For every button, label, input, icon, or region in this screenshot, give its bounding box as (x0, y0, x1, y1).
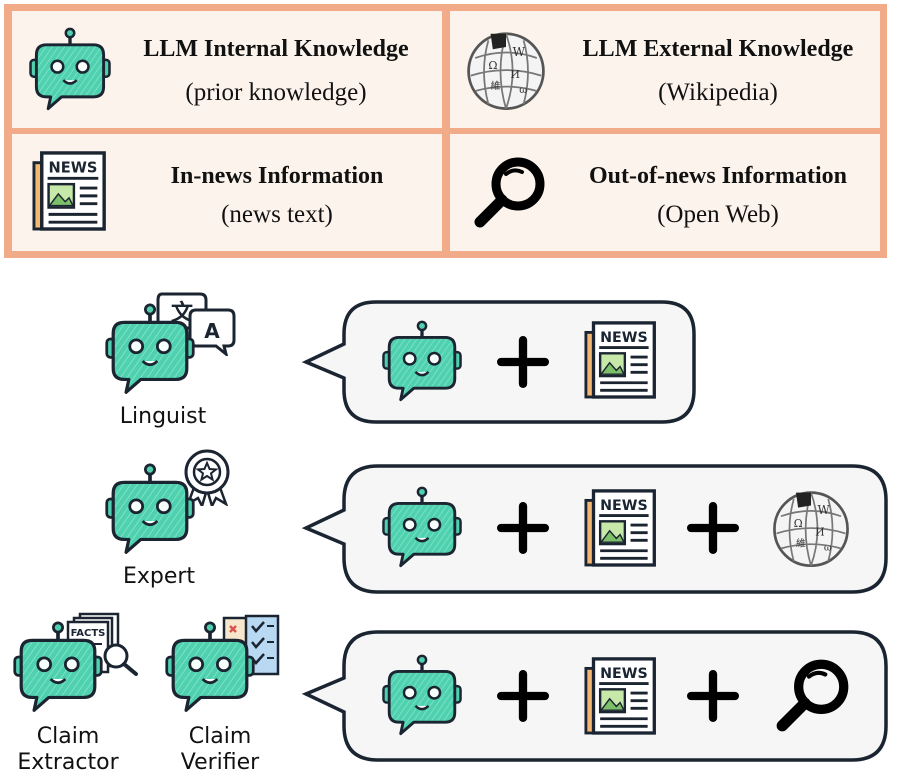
out-of-news-subtitle: (Open Web) (657, 201, 779, 228)
bubble-robot-icon (381, 318, 463, 406)
bubble-wikipedia-globe-icon (768, 484, 854, 570)
expert-robot-icon (104, 462, 196, 558)
plus-icon (687, 670, 739, 722)
expert-label: Expert (122, 564, 196, 589)
linguist-robot-icon (104, 302, 196, 398)
internal-knowledge-subtitle: (prior knowledge) (185, 79, 367, 106)
external-knowledge-title: LLM External Knowledge (582, 36, 854, 62)
plus-icon (687, 502, 739, 554)
claim-verifier-label-line2: Verifier (180, 750, 260, 775)
plus-icon (497, 670, 549, 722)
newspaper-icon (32, 148, 110, 232)
legend-panel: LLM Internal Knowledge (prior knowledge)… (4, 4, 887, 258)
facts-label: FACTS (71, 628, 106, 639)
claim-extractor-robot-icon (12, 620, 104, 716)
translate-glyph-chinese: 文 (171, 300, 194, 326)
bubble-magnifier-icon (772, 654, 854, 736)
bubble-newspaper-icon (584, 486, 660, 568)
bubble-newspaper-icon (584, 654, 660, 736)
claim-verifier-label-line1: Claim (188, 724, 252, 749)
translate-glyph-latin: A (204, 319, 220, 343)
legend-cell-out-of-news: Out-of-news Information (Open Web) (450, 134, 880, 251)
claim-extractor-label-line2: Extractor (17, 750, 119, 775)
claim-verifier-robot-icon (164, 620, 256, 716)
legend-cell-external-knowledge: LLM External Knowledge (Wikipedia) (450, 11, 880, 128)
wikipedia-globe-icon (462, 25, 550, 113)
legend-cell-in-news: In-news Information (news text) (12, 134, 442, 251)
external-knowledge-subtitle: (Wikipedia) (658, 79, 778, 106)
out-of-news-title: Out-of-news Information (589, 163, 847, 189)
linguist-label: Linguist (119, 404, 207, 429)
in-news-subtitle: (news text) (221, 201, 333, 228)
legend-cell-internal-knowledge: LLM Internal Knowledge (prior knowledge) (12, 11, 442, 128)
magnifier-icon (470, 152, 550, 232)
plus-icon (497, 502, 549, 554)
bubble-robot-icon (381, 484, 463, 572)
bubble-newspaper-icon (584, 318, 660, 400)
internal-knowledge-title: LLM Internal Knowledge (143, 36, 409, 62)
in-news-title: In-news Information (170, 163, 384, 189)
plus-icon (497, 336, 549, 388)
claim-extractor-label-line1: Claim (36, 724, 100, 749)
award-badge-icon (184, 449, 230, 506)
robot-icon (28, 25, 112, 115)
bubble-robot-icon (381, 652, 463, 740)
